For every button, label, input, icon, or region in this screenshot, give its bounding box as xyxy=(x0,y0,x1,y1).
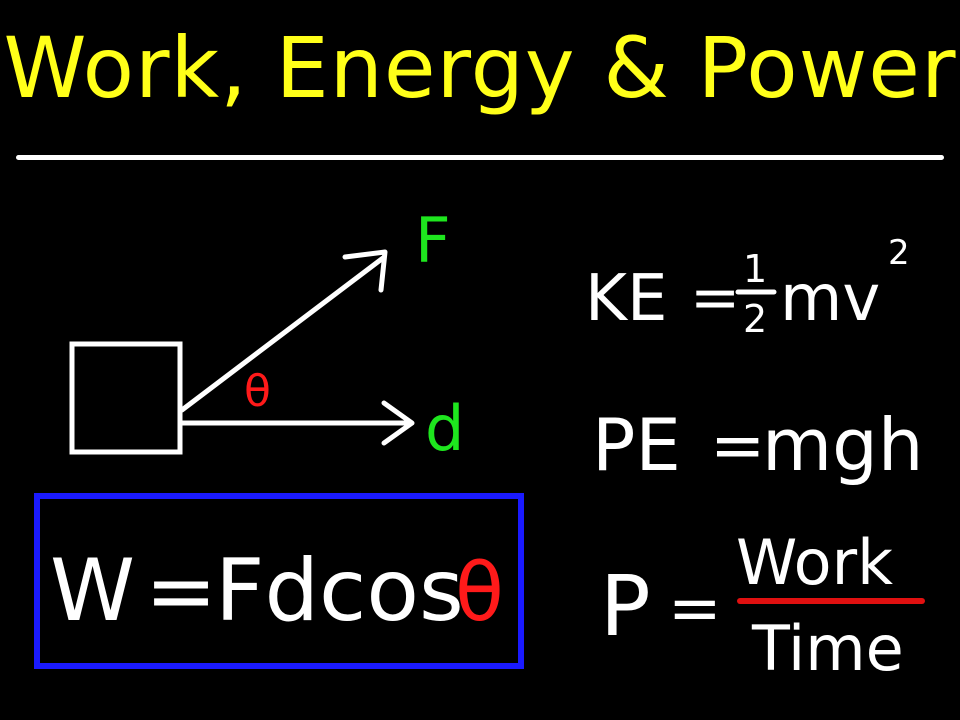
work-formula-box xyxy=(34,493,524,669)
block xyxy=(69,341,183,455)
work-symbol: W xyxy=(50,541,135,641)
pe-equals-sign: = xyxy=(710,407,765,484)
pe-rhs: mgh xyxy=(762,403,923,487)
power-denominator: Time xyxy=(751,612,904,685)
ke-equals-sign: = xyxy=(690,263,740,333)
power-symbol: P xyxy=(600,557,651,655)
force-arrowhead xyxy=(342,249,388,293)
displacement-arrowhead xyxy=(381,400,415,446)
work-equals-sign: = xyxy=(145,541,217,641)
ke-exponent: 2 xyxy=(888,233,910,273)
title-underline xyxy=(16,155,944,160)
displacement-label: d xyxy=(425,392,464,465)
ke-denominator: 2 xyxy=(743,297,767,341)
power-numerator: Work xyxy=(736,526,893,599)
work-angle-symbol: θ xyxy=(455,546,504,639)
work-rhs: Fdcos xyxy=(215,541,464,641)
ke-rhs: mv xyxy=(780,262,880,336)
page-title: Work, Energy & Power xyxy=(3,19,957,117)
ke-symbol: KE xyxy=(585,262,667,336)
ke-numerator: 1 xyxy=(743,247,767,291)
power-equals-sign: = xyxy=(668,572,722,646)
force-vector xyxy=(179,255,386,413)
force-label: F xyxy=(415,204,451,277)
pe-symbol: PE xyxy=(592,403,681,487)
angle-label: θ xyxy=(244,366,271,417)
